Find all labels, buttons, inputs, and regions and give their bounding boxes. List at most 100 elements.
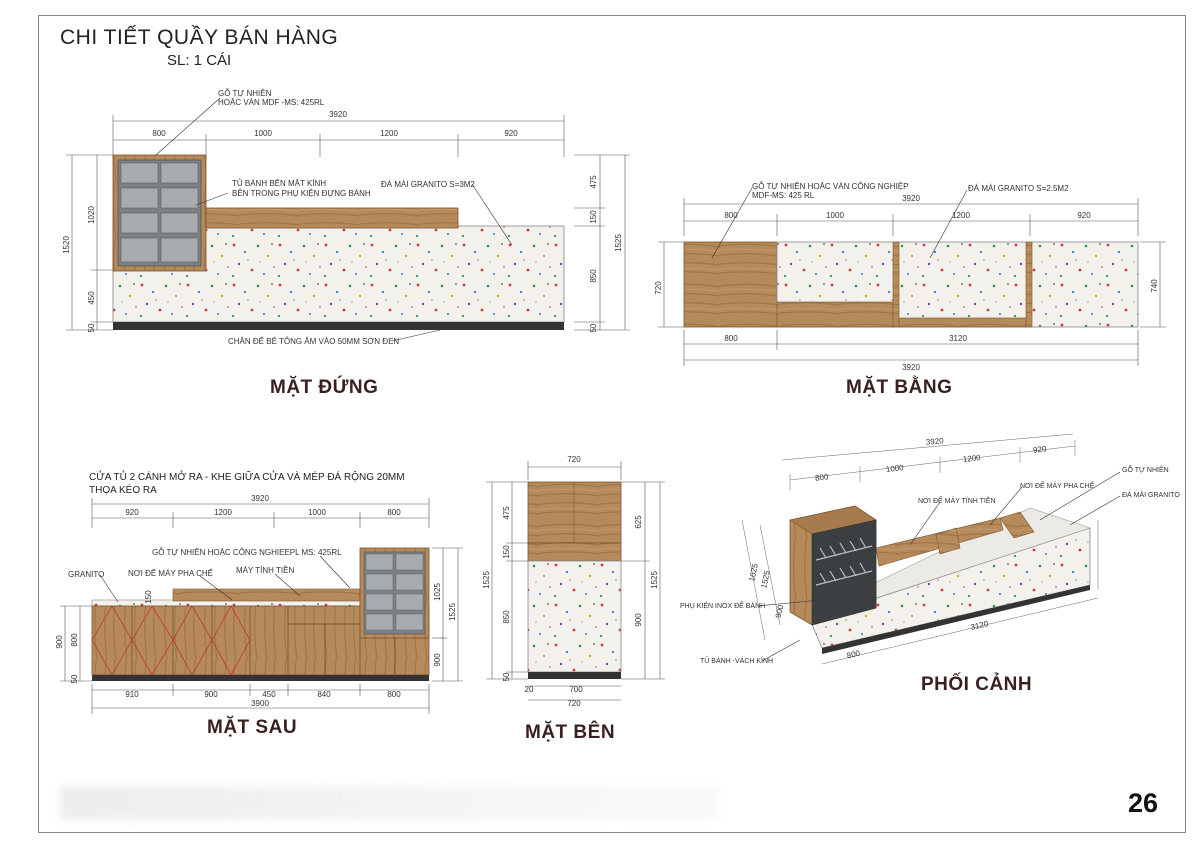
plan-dim-b2: 3120: [949, 334, 967, 343]
plan-dim-w4: 920: [1077, 211, 1091, 220]
persp-note-glass: TỦ BÁNH -VÁCH KÍNH: [700, 658, 774, 665]
back-note-granite: GRANITO: [68, 570, 105, 579]
persp-dim-v1: 1025: [747, 562, 760, 582]
persp-note-cashier: NƠI ĐỂ MÁY TÍNH TIỀN: [918, 498, 996, 505]
side-dim-bsmall: 20: [525, 685, 534, 694]
sheet-title: CHI TIẾT QUẦY BÁN HÀNG: [60, 26, 339, 49]
front-dim-rbase: 50: [589, 323, 598, 332]
plan-view-label: MẶT BẰNG: [846, 377, 953, 398]
side-view-label: MẶT BÊN: [525, 722, 616, 743]
front-dim-hlow: 450: [87, 291, 96, 305]
side-dim-top: 720: [567, 455, 581, 464]
plan-dim-depth-l: 720: [654, 281, 663, 295]
side-wood-shelf: [527, 542, 622, 562]
front-base: [113, 322, 564, 330]
back-elevation: 3920 920 1200 1000 800: [55, 494, 463, 714]
front-dim-hbase: 50: [87, 323, 96, 332]
side-dim-l2: 150: [502, 545, 511, 559]
front-elevation: 3920 800 1000 1200 920 1520 1020 450 50 …: [62, 97, 630, 342]
front-note-cabinet-b: BÊN TRONG PHỤ KIỆN ĐỰNG BÁNH: [232, 189, 371, 198]
plan-dim-total: 3920: [902, 194, 920, 203]
back-view-label: MẶT SAU: [207, 717, 298, 738]
plan-note-wood-a: GỖ TỰ NHIÊN HOẶC VÁN CÔNG NGHIỆP: [752, 182, 909, 191]
side-dim-l4: 50: [502, 672, 511, 681]
persp-dim-bot2: 3120: [970, 619, 990, 632]
plan-wood-divider: [892, 241, 900, 328]
plan-wood-divider-b: [1025, 241, 1033, 328]
front-dim-rbody: 850: [589, 269, 598, 283]
back-note-door-a: CỬA TỦ 2 CÁNH MỞ RA - KHE GIỮA CỬA VÀ MÉ…: [89, 472, 405, 483]
front-dim-hcab: 1020: [87, 206, 96, 224]
side-dim-r1: 625: [634, 515, 643, 529]
blurred-footer-area: [60, 786, 720, 820]
front-dim-htotal: 1520: [62, 236, 71, 254]
back-dim-total: 3920: [251, 494, 269, 503]
front-dim-rtotal: 1525: [614, 234, 623, 252]
front-note-granite: ĐÁ MÀI GRANITO S=3M2: [381, 180, 475, 189]
front-note-base: CHÂN ĐẾ BÊ TÔNG ÂM VÀO 50MM SƠN ĐEN: [228, 337, 400, 346]
front-dim-w1: 800: [152, 129, 166, 138]
persp-dim-bot1: 800: [846, 649, 862, 661]
persp-note-coffee: NƠI ĐỂ MÁY PHA CHẾ: [1020, 483, 1095, 490]
plan-view: 3920 800 1000 1200 920 720 740 800 3120 …: [654, 187, 1166, 372]
front-dim-rtop: 475: [589, 175, 598, 189]
back-dim-b4: 840: [317, 690, 331, 699]
persp-dim-v2: 1525: [759, 569, 772, 589]
back-dim-h1: 900: [55, 635, 64, 649]
back-dim-btotal: 3900: [251, 699, 269, 708]
back-note-wood: GỖ TỰ NHIÊN HOẶC CÔNG NGHIEEPL MS: 425RL: [152, 548, 342, 557]
front-dim-total: 3920: [329, 110, 347, 119]
back-dim-h4: 150: [144, 590, 153, 604]
persp-note-granite: ĐÁ MÀI GRANITO: [1122, 492, 1180, 499]
persp-dim-d2: 1000: [885, 463, 904, 474]
back-dim-t3: 1000: [308, 508, 326, 517]
front-wood-top: [205, 207, 459, 229]
plan-dim-w1: 800: [724, 211, 738, 220]
side-dim-b1: 700: [569, 685, 583, 694]
plan-wood-shelf-a: [776, 301, 895, 328]
side-dim-btotal: 720: [567, 699, 581, 708]
back-base: [92, 675, 429, 681]
plan-note-granite: ĐÁ MÀI GRANITO S=2.5M2: [968, 184, 1069, 193]
persp-note-inox: PHỤ KIỆN INOX ĐỂ BÁNH: [680, 603, 766, 610]
plan-dim-btotal: 3920: [902, 363, 920, 372]
side-dim-l3: 850: [502, 610, 511, 624]
back-dim-b3: 450: [262, 690, 276, 699]
front-note-wood-a: GỖ TỰ NHIÊN: [218, 89, 272, 98]
plan-wood-cabinet: [683, 241, 778, 328]
persp-base: [822, 585, 1090, 654]
plan-wood-shelf-b: [898, 317, 1031, 328]
back-note-cashier: MÁY TÍNH TIỀN: [236, 566, 295, 575]
front-view-label: MẶT ĐỨNG: [270, 377, 379, 398]
back-dim-t2: 1200: [214, 508, 232, 517]
back-dim-b1: 910: [125, 690, 139, 699]
side-wood-upper: [527, 481, 622, 544]
front-dim-w4: 920: [504, 129, 518, 138]
persp-dim-d1: 800: [815, 472, 830, 482]
plan-dim-w2: 1000: [826, 211, 844, 220]
perspective-view: 3920 800 1000 1200 920 1025 1525 900: [741, 433, 1121, 665]
front-note-wood-b: HOẶC VÁN MDF -MS: 425RL: [218, 98, 325, 107]
front-dim-w3: 1200: [380, 129, 398, 138]
back-dim-b2: 900: [204, 690, 218, 699]
back-dim-b5: 800: [387, 690, 401, 699]
back-dim-r1: 1025: [433, 583, 442, 601]
back-note-door-b: THỌA KÉO RA: [89, 485, 157, 496]
persp-dim-total: 3920: [926, 436, 945, 447]
back-wood-top: [172, 588, 361, 602]
back-note-coffee: NƠI ĐỂ MÁY PHA CHẾ: [128, 569, 213, 578]
persp-note-wood: GỖ TỰ NHIÊN: [1122, 467, 1169, 474]
plan-dim-depth-r: 740: [1150, 279, 1159, 293]
sheet-quantity: SL: 1 CÁI: [167, 52, 232, 69]
side-dim-rtotal: 1525: [650, 571, 659, 589]
plan-dim-w3: 1200: [952, 211, 970, 220]
back-dim-r2: 1525: [448, 603, 457, 621]
persp-view-label: PHỐI CẢNH: [921, 674, 1033, 695]
side-base: [528, 672, 621, 679]
back-dim-h3: 50: [70, 674, 79, 683]
front-dim-w2: 1000: [254, 129, 272, 138]
persp-dim-d4: 920: [1033, 444, 1048, 454]
page-number: 26: [1128, 788, 1159, 818]
persp-dim-d3: 1200: [962, 453, 981, 464]
